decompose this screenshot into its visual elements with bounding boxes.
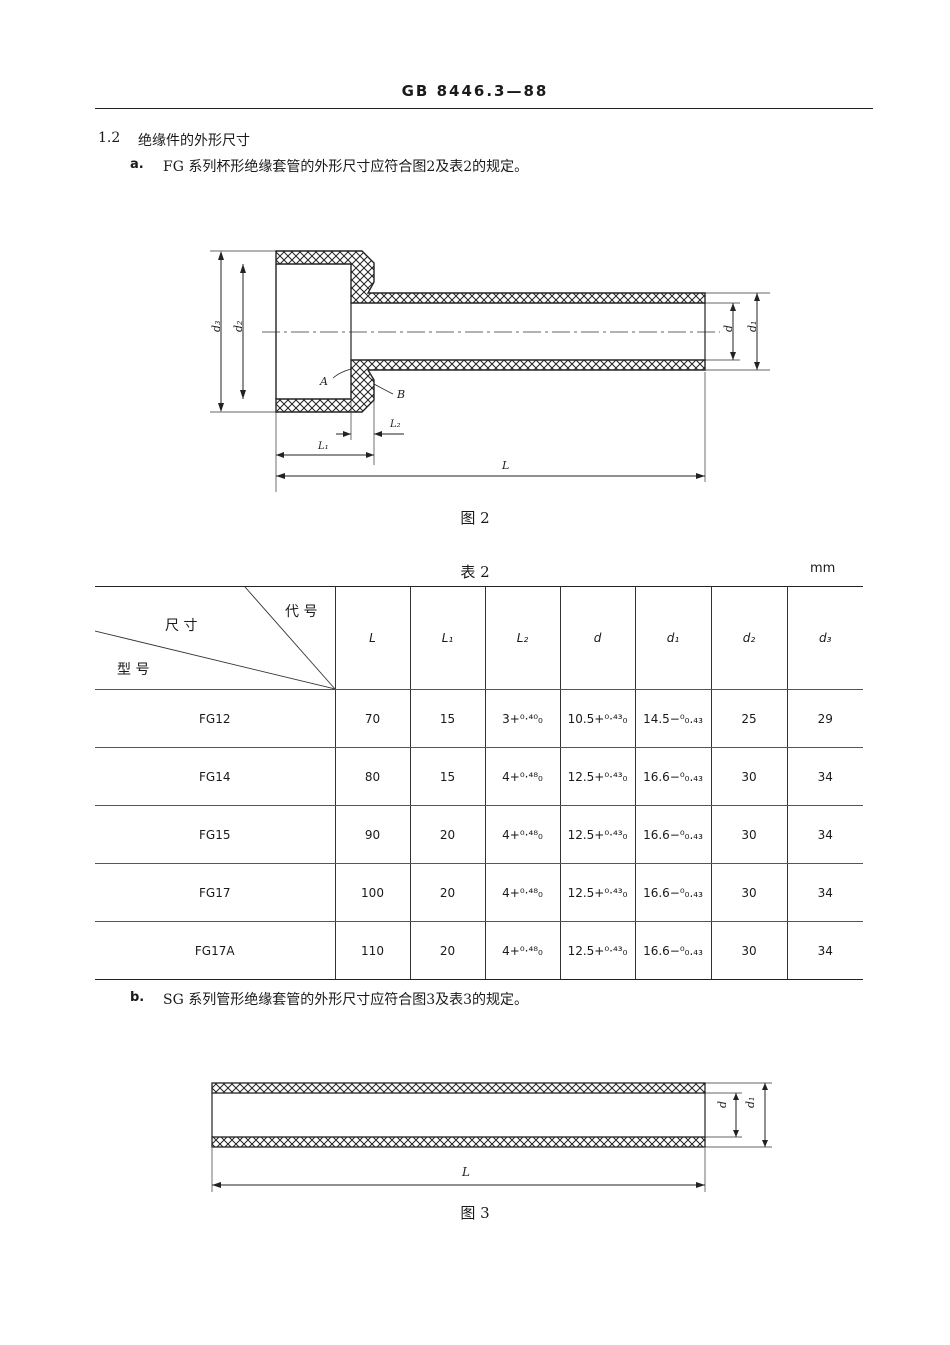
cell-d3: 34 bbox=[786, 805, 863, 864]
cell-d: 12.5+⁰·⁴³₀ bbox=[559, 805, 635, 864]
cell-d2: 30 bbox=[710, 805, 787, 864]
col-header-d3: d₃ bbox=[786, 586, 863, 690]
label-L2: L₂ bbox=[389, 419, 401, 430]
cell-L: 80 bbox=[334, 747, 410, 806]
cell-model: FG15 bbox=[95, 805, 335, 864]
table-unit: mm bbox=[810, 561, 836, 576]
cell-L: 110 bbox=[334, 921, 410, 980]
item-a-text: FG 系列杯形绝缘套管的外形尺寸应符合图2及表2的规定。 bbox=[163, 159, 529, 175]
label-L1: L₁ bbox=[317, 441, 329, 452]
cell-d2: 30 bbox=[710, 747, 787, 806]
item-b-text: SG 系列管形绝缘套管的外形尺寸应符合图3及表3的规定。 bbox=[163, 992, 529, 1008]
item-b-label: b. bbox=[130, 990, 145, 1005]
cell-L: 90 bbox=[334, 805, 410, 864]
cell-d1: 16.6−⁰₀.₄₃ bbox=[634, 921, 711, 980]
tube-sleeve-body bbox=[211, 1082, 706, 1148]
corner-dimension-label: 尺 寸 bbox=[165, 618, 198, 634]
fig3-label-d1: d₁ bbox=[744, 1097, 757, 1108]
cell-d: 12.5+⁰·⁴³₀ bbox=[559, 863, 635, 922]
col-header-d1: d₁ bbox=[634, 586, 711, 690]
cell-L1: 15 bbox=[409, 689, 485, 748]
header-rule bbox=[95, 108, 873, 109]
cell-model: FG12 bbox=[95, 689, 335, 748]
cell-d3: 34 bbox=[786, 863, 863, 922]
cell-d: 12.5+⁰·⁴³₀ bbox=[559, 921, 635, 980]
col-header-L2: L₂ bbox=[484, 586, 560, 690]
table-2: 代 号 尺 寸 型 号 L L₁ L₂ d d₁ d₂ d₃ FG12 70 1… bbox=[95, 586, 863, 980]
cell-L2: 4+⁰·⁴⁸₀ bbox=[484, 747, 560, 806]
label-B: B bbox=[396, 388, 405, 401]
label-A: A bbox=[319, 375, 328, 388]
cell-d1: 16.6−⁰₀.₄₃ bbox=[634, 863, 711, 922]
cell-d3: 34 bbox=[786, 921, 863, 980]
cell-L1: 20 bbox=[409, 805, 485, 864]
label-d: d bbox=[722, 325, 735, 332]
figure-2-drawing: d₃ d₂ d d₁ A B L₂ L₁ L bbox=[210, 250, 770, 492]
cell-d: 12.5+⁰·⁴³₀ bbox=[559, 747, 635, 806]
cell-model: FG17 bbox=[95, 863, 335, 922]
col-header-d: d bbox=[559, 586, 635, 690]
figure-3-caption: 图 3 bbox=[460, 1204, 490, 1222]
table-row: FG12 70 15 3+⁰·⁴⁰₀ 10.5+⁰·⁴³₀ 14.5−⁰₀.₄₃… bbox=[95, 689, 863, 748]
cell-d3: 34 bbox=[786, 747, 863, 806]
section-title: 绝缘件的外形尺寸 bbox=[138, 133, 250, 149]
cell-d: 10.5+⁰·⁴³₀ bbox=[559, 689, 635, 748]
cell-L2: 3+⁰·⁴⁰₀ bbox=[484, 689, 560, 748]
cell-model: FG14 bbox=[95, 747, 335, 806]
col-header-L1: L₁ bbox=[409, 586, 485, 690]
fig3-label-d: d bbox=[716, 1101, 729, 1108]
document-header: GB 8446.3—88 bbox=[401, 82, 549, 100]
label-d2: d₂ bbox=[232, 321, 245, 332]
table-row: FG15 90 20 4+⁰·⁴⁸₀ 12.5+⁰·⁴³₀ 16.6−⁰₀.₄₃… bbox=[95, 805, 863, 864]
table-2-caption: 表 2 bbox=[460, 563, 490, 581]
cell-L2: 4+⁰·⁴⁸₀ bbox=[484, 863, 560, 922]
col-header-d2: d₂ bbox=[710, 586, 787, 690]
table-header-row: 代 号 尺 寸 型 号 L L₁ L₂ d d₁ d₂ d₃ bbox=[95, 586, 863, 690]
cell-L2: 4+⁰·⁴⁸₀ bbox=[484, 921, 560, 980]
label-d1: d₁ bbox=[746, 321, 759, 332]
section-number: 1.2 bbox=[98, 130, 121, 146]
cell-model: FG17A bbox=[95, 921, 335, 980]
cell-d2: 30 bbox=[710, 863, 787, 922]
table-corner-cell: 代 号 尺 寸 型 号 bbox=[95, 586, 335, 690]
label-d3: d₃ bbox=[210, 321, 223, 332]
item-a-label: a. bbox=[130, 157, 144, 172]
corner-diagonals bbox=[95, 587, 335, 690]
cell-L: 100 bbox=[334, 863, 410, 922]
cell-L1: 15 bbox=[409, 747, 485, 806]
figure-2-caption: 图 2 bbox=[460, 509, 490, 527]
cell-d3: 29 bbox=[786, 689, 863, 748]
figure-3-drawing: d d₁ L bbox=[211, 1082, 772, 1192]
table-row: FG17A 110 20 4+⁰·⁴⁸₀ 12.5+⁰·⁴³₀ 16.6−⁰₀.… bbox=[95, 921, 863, 980]
cell-d2: 25 bbox=[710, 689, 787, 748]
cell-d1: 16.6−⁰₀.₄₃ bbox=[634, 747, 711, 806]
label-L: L bbox=[501, 459, 509, 472]
corner-model-label: 型 号 bbox=[117, 662, 150, 678]
fig3-label-L: L bbox=[461, 1165, 470, 1179]
cell-L1: 20 bbox=[409, 863, 485, 922]
table-row: FG17 100 20 4+⁰·⁴⁸₀ 12.5+⁰·⁴³₀ 16.6−⁰₀.₄… bbox=[95, 863, 863, 922]
cell-d2: 30 bbox=[710, 921, 787, 980]
table-row: FG14 80 15 4+⁰·⁴⁸₀ 12.5+⁰·⁴³₀ 16.6−⁰₀.₄₃… bbox=[95, 747, 863, 806]
cup-sleeve-body bbox=[262, 250, 720, 413]
cell-L1: 20 bbox=[409, 921, 485, 980]
cell-d1: 14.5−⁰₀.₄₃ bbox=[634, 689, 711, 748]
col-header-L: L bbox=[334, 586, 410, 690]
cell-d1: 16.6−⁰₀.₄₃ bbox=[634, 805, 711, 864]
corner-code-label: 代 号 bbox=[285, 604, 318, 620]
cell-L2: 4+⁰·⁴⁸₀ bbox=[484, 805, 560, 864]
cell-L: 70 bbox=[334, 689, 410, 748]
